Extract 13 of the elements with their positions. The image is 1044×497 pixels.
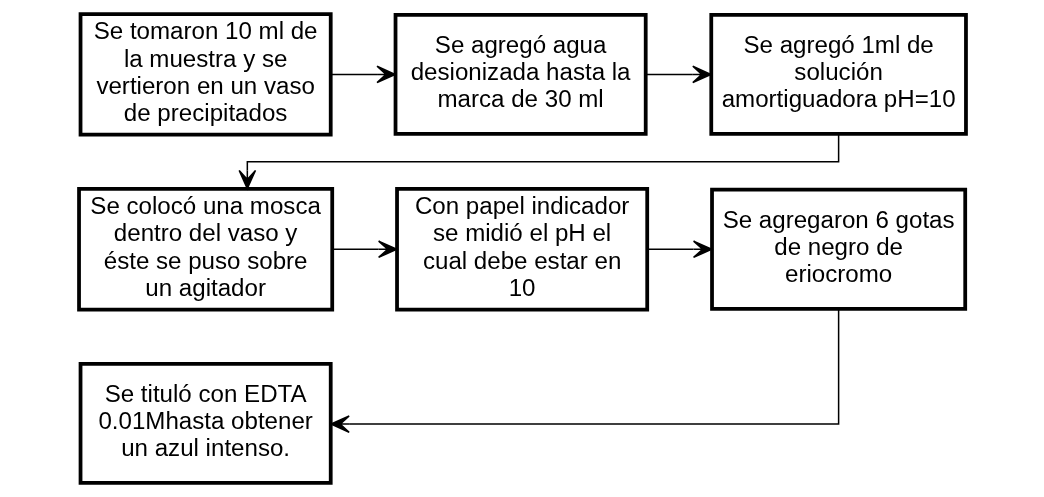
- node-box: Se agregó 1ml de solución amortiguadora pH=10: [708, 13, 968, 136]
- node-box: Se agregó agua desionizada hasta la marca de 30 ml: [393, 13, 648, 136]
- node-box: Se tituló con EDTA 0.01Mhasta obtener un azul intenso.: [78, 361, 333, 485]
- arrow: [237, 133, 839, 190]
- arrow: [329, 308, 839, 433]
- arrow: [644, 65, 712, 84]
- node-box: Se colocó una mosca dentro del vaso y éste se puso sobre un agitador: [76, 187, 334, 312]
- arrow: [646, 240, 712, 259]
- node-box: Se tomaron 10 ml de la muestra y se vertieron en un vaso de precipitados: [78, 12, 333, 137]
- node-box: Con papel indicador se midió el pH el cual debe estar en 10: [394, 187, 649, 312]
- arrow: [331, 240, 397, 259]
- node-box: Se agregaron 6 gotas de negro de eriocromo: [709, 187, 967, 311]
- arrow: [329, 65, 396, 84]
